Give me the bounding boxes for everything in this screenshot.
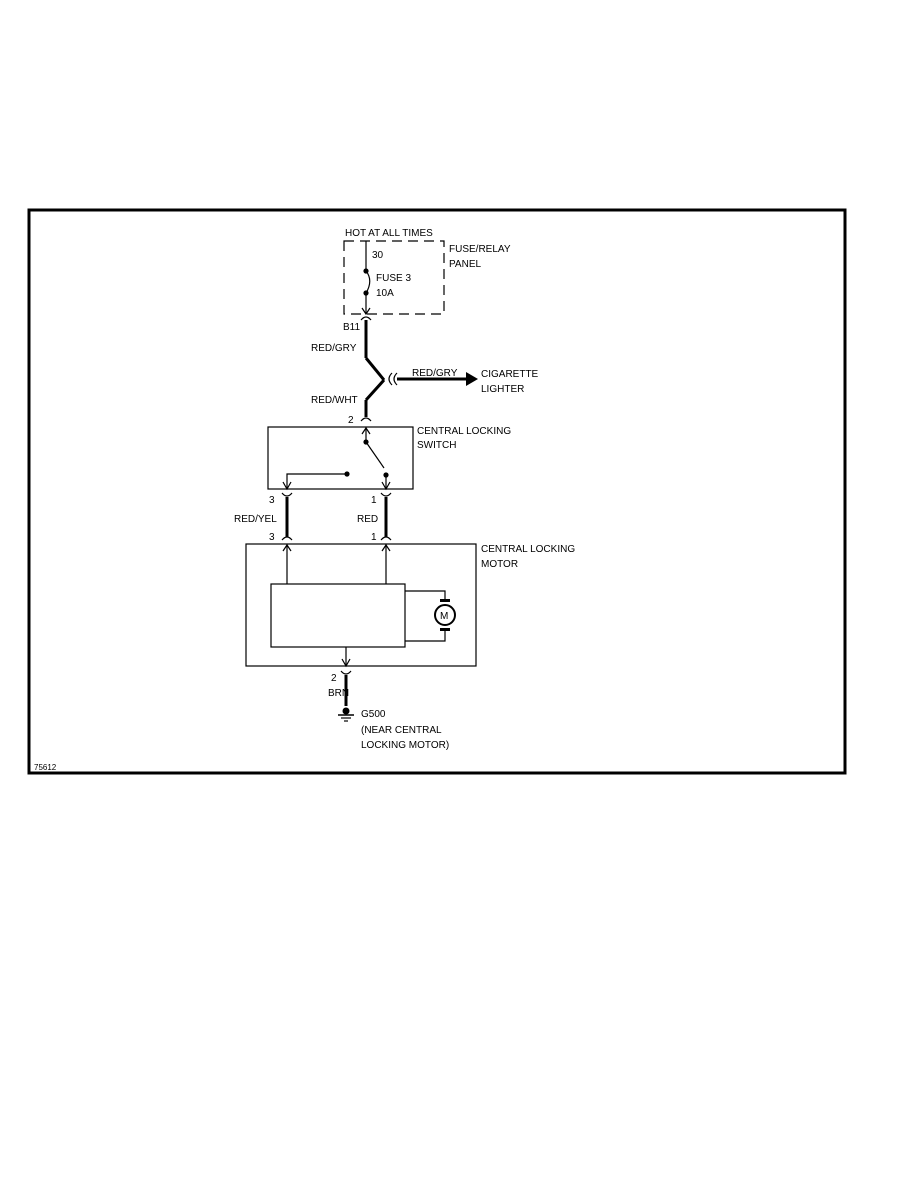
- terminal-30-label: 30: [372, 250, 384, 261]
- motor-pin-3-connector: [281, 536, 293, 541]
- fuse-3-symbol: [365, 270, 371, 294]
- switch-output-1-arrow: [381, 481, 391, 491]
- motor-pin-1-connector: [380, 536, 392, 541]
- motor-lead-top: [405, 590, 446, 600]
- motor-lead-bottom: [405, 630, 446, 642]
- switch-pin-3-label: 3: [269, 495, 275, 506]
- central-locking-motor: CENTRAL LOCKING MOTOR M: [245, 543, 575, 668]
- switch-pin-2-connector: [360, 417, 372, 422]
- motor-symbol-letter: M: [440, 611, 448, 622]
- motor-label-line2: MOTOR: [481, 559, 518, 570]
- ground-circuit: 2 BRN G500 (NEAR CENTRAL LOCKING MOTOR): [328, 670, 449, 751]
- fuse-panel-box: [343, 240, 445, 315]
- wire-red-wht-label: RED/WHT: [311, 395, 358, 406]
- wire-red-gry-branch-label: RED/GRY: [412, 368, 458, 379]
- cigarette-lighter-label-line2: LIGHTER: [481, 384, 524, 395]
- wire-red-label: RED: [357, 514, 378, 525]
- switch-output-3-arrow: [282, 481, 292, 491]
- switch-pin-1-connector: [380, 492, 392, 497]
- fuse-panel-label-line2: PANEL: [449, 259, 481, 270]
- switch-to-motor-wires: 3 1 RED/YEL RED 3 1: [234, 492, 392, 543]
- connector-b11-symbol: [360, 316, 372, 321]
- motor-input-1-arrow: [381, 543, 391, 552]
- cigarette-lighter-arrow: [466, 372, 478, 386]
- motor-pin-3-label: 3: [269, 532, 275, 543]
- cigarette-lighter-label-line1: CIGARETTE: [481, 369, 539, 380]
- motor-control-module: [270, 583, 406, 648]
- connector-b11-label: B11: [343, 322, 360, 333]
- central-locking-switch: CENTRAL LOCKING SWITCH: [267, 426, 511, 491]
- splice-lower-diagonal: [364, 378, 386, 402]
- ground-location-line1: (NEAR CENTRAL: [361, 725, 442, 736]
- fuse-relay-panel: HOT AT ALL TIMES FUSE/RELAY PANEL 30 FUS…: [343, 228, 511, 333]
- switch-pin-3-connector: [281, 492, 293, 497]
- motor-pin-1-label: 1: [371, 532, 377, 543]
- switch-pin-2-label: 2: [348, 415, 354, 426]
- ground-point: [342, 707, 350, 715]
- switch-label-line2: SWITCH: [417, 440, 456, 451]
- wire-red-gry-label: RED/GRY: [311, 343, 357, 354]
- diagram-frame: [27, 208, 847, 775]
- switch-box: [267, 426, 414, 490]
- hot-at-all-times-label: HOT AT ALL TIMES: [345, 228, 433, 239]
- motor-brush-bottom: [440, 628, 450, 631]
- motor-brush-top: [440, 599, 450, 602]
- switch-input-arrow: [361, 426, 371, 435]
- switch-blade: [365, 441, 385, 469]
- motor-box: [245, 543, 477, 667]
- wire-red-yel-label: RED/YEL: [234, 514, 277, 525]
- motor-pin-2-connector: [340, 670, 352, 675]
- switch-pin-1-label: 1: [371, 495, 377, 506]
- main-feed-wire: RED/GRY RED/WHT RED/GRY CIGARETTE LIGHTE…: [311, 320, 539, 426]
- ground-id-label: G500: [361, 709, 386, 720]
- ground-location-line2: LOCKING MOTOR): [361, 740, 449, 751]
- motor-label-line1: CENTRAL LOCKING: [481, 544, 575, 555]
- figure-id: 75612: [34, 763, 57, 772]
- fuse-3-label: FUSE 3: [376, 273, 411, 284]
- motor-ground-arrow: [341, 658, 351, 668]
- motor-pin-2-label: 2: [331, 673, 337, 684]
- fuse-rating-label: 10A: [376, 288, 394, 299]
- fuse-output-arrow: [361, 307, 371, 316]
- wire-brn-label: BRN: [328, 688, 349, 699]
- fuse-panel-label-line1: FUSE/RELAY: [449, 244, 511, 255]
- splice-upper-diagonal: [364, 357, 386, 381]
- branch-connector-symbol: [388, 372, 398, 386]
- motor-input-3-arrow: [282, 543, 292, 552]
- motor-symbol-circle: [434, 604, 456, 626]
- switch-label-line1: CENTRAL LOCKING: [417, 426, 511, 437]
- switch-internal-wire-3: [286, 473, 347, 489]
